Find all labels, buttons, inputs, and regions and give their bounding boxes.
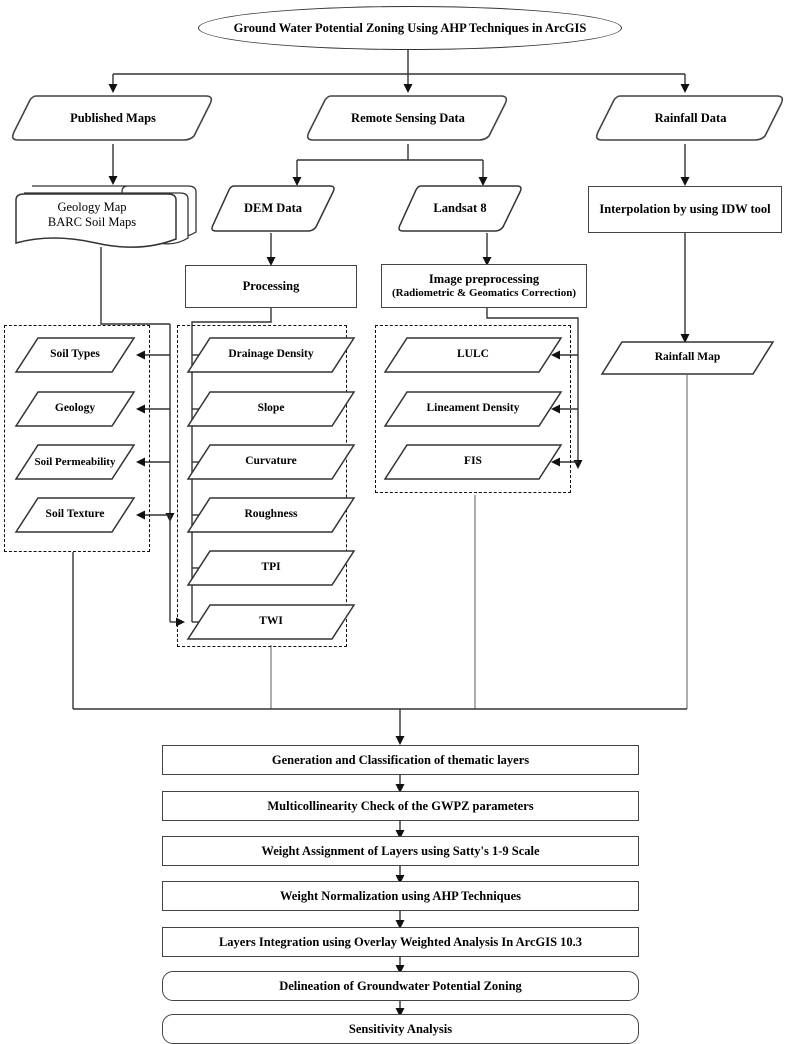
weight-normalization-label: Weight Normalization using AHP Technique… xyxy=(279,888,521,903)
landsat-8-node[interactable]: Landsat 8 xyxy=(395,184,525,233)
weight-assignment-label: Weight Assignment of Layers using Satty'… xyxy=(261,843,540,858)
sensitivity-analysis-label: Sensitivity Analysis xyxy=(348,1021,453,1036)
slope-node[interactable]: Slope xyxy=(186,390,356,428)
lulc-node[interactable]: LULC xyxy=(383,336,563,374)
source-rainfall-data-label: Rainfall Data xyxy=(654,110,727,125)
source-remote-sensing-data-label: Remote Sensing Data xyxy=(351,110,465,125)
weight-assignment-node[interactable]: Weight Assignment of Layers using Satty'… xyxy=(162,836,639,866)
image-preprocessing-line1: Image preprocessing xyxy=(428,272,540,287)
delineation-gwpz-node[interactable]: Delineation of Groundwater Potential Zon… xyxy=(162,971,639,1001)
landsat-thematic-group xyxy=(375,325,571,493)
roughness-label: Roughness xyxy=(244,508,298,521)
twi-label: TWI xyxy=(259,615,283,628)
layers-integration-label: Layers Integration using Overlay Weighte… xyxy=(218,934,583,949)
geology-label: Geology xyxy=(54,402,96,415)
source-published-maps-label: Published Maps xyxy=(70,110,156,125)
drainage-density-node[interactable]: Drainage Density xyxy=(186,336,356,374)
geology-barc-maps-labels: Geology Map BARC Soil Maps xyxy=(10,200,174,230)
dem-thematic-group xyxy=(177,325,347,647)
soil-types-node[interactable]: Soil Types xyxy=(14,336,136,374)
curvature-node[interactable]: Curvature xyxy=(186,443,356,481)
dem-data-label: DEM Data xyxy=(244,201,302,216)
multicollinearity-check-node[interactable]: Multicollinearity Check of the GWPZ para… xyxy=(162,791,639,821)
lineament-density-label: Lineament Density xyxy=(426,402,520,415)
generation-classification-node[interactable]: Generation and Classification of themati… xyxy=(162,745,639,775)
source-published-maps[interactable]: Published Maps xyxy=(8,92,218,144)
generation-classification-label: Generation and Classification of themati… xyxy=(271,752,530,767)
geology-node[interactable]: Geology xyxy=(14,390,136,428)
sensitivity-analysis-node[interactable]: Sensitivity Analysis xyxy=(162,1014,639,1044)
tpi-label: TPI xyxy=(261,561,281,574)
roughness-node[interactable]: Roughness xyxy=(186,496,356,534)
image-preprocessing-line2: (Radiometric & Geomatics Correction) xyxy=(392,286,576,299)
slope-label: Slope xyxy=(257,402,285,415)
geology-barc-maps-document-stack[interactable]: Geology Map BARC Soil Maps xyxy=(10,180,200,250)
processing-node[interactable]: Processing xyxy=(185,265,357,308)
tpi-node[interactable]: TPI xyxy=(186,549,356,587)
soil-texture-node[interactable]: Soil Texture xyxy=(14,496,136,534)
soil-texture-label: Soil Texture xyxy=(45,508,105,521)
multicollinearity-check-label: Multicollinearity Check of the GWPZ para… xyxy=(267,798,534,813)
curvature-label: Curvature xyxy=(245,455,297,468)
drainage-density-label: Drainage Density xyxy=(228,348,314,361)
geology-map-label: Geology Map xyxy=(57,200,127,214)
lineament-density-node[interactable]: Lineament Density xyxy=(383,390,563,428)
interpolation-idw-node[interactable]: Interpolation by using IDW tool xyxy=(588,186,782,233)
delineation-gwpz-label: Delineation of Groundwater Potential Zon… xyxy=(279,978,522,993)
image-preprocessing-labels: Image preprocessing (Radiometric & Geoma… xyxy=(386,272,582,299)
soil-types-label: Soil Types xyxy=(50,348,100,361)
interpolation-idw-label: Interpolation by using IDW tool xyxy=(599,202,771,217)
landsat-8-label: Landsat 8 xyxy=(433,201,487,216)
soil-thematic-group xyxy=(4,325,150,552)
fis-node[interactable]: FIS xyxy=(383,443,563,481)
lulc-label: LULC xyxy=(457,348,489,361)
source-remote-sensing-data[interactable]: Remote Sensing Data xyxy=(303,92,513,144)
rainfall-map-node[interactable]: Rainfall Map xyxy=(600,340,775,376)
twi-node[interactable]: TWI xyxy=(186,603,356,641)
rainfall-map-label: Rainfall Map xyxy=(654,351,721,364)
page-title: Ground Water Potential Zoning Using AHP … xyxy=(198,6,622,50)
processing-label: Processing xyxy=(242,279,300,294)
soil-permeability-label: Soil Permeability xyxy=(34,455,116,468)
source-rainfall-data[interactable]: Rainfall Data xyxy=(592,92,789,144)
weight-normalization-node[interactable]: Weight Normalization using AHP Technique… xyxy=(162,881,639,911)
barc-soil-maps-label: BARC Soil Maps xyxy=(47,215,137,229)
layers-integration-node[interactable]: Layers Integration using Overlay Weighte… xyxy=(162,927,639,957)
dem-data-node[interactable]: DEM Data xyxy=(208,184,338,233)
image-preprocessing-node[interactable]: Image preprocessing (Radiometric & Geoma… xyxy=(381,264,587,308)
fis-label: FIS xyxy=(464,455,482,468)
soil-permeability-node[interactable]: Soil Permeability xyxy=(14,443,136,481)
page-title-label: Ground Water Potential Zoning Using AHP … xyxy=(233,20,587,35)
